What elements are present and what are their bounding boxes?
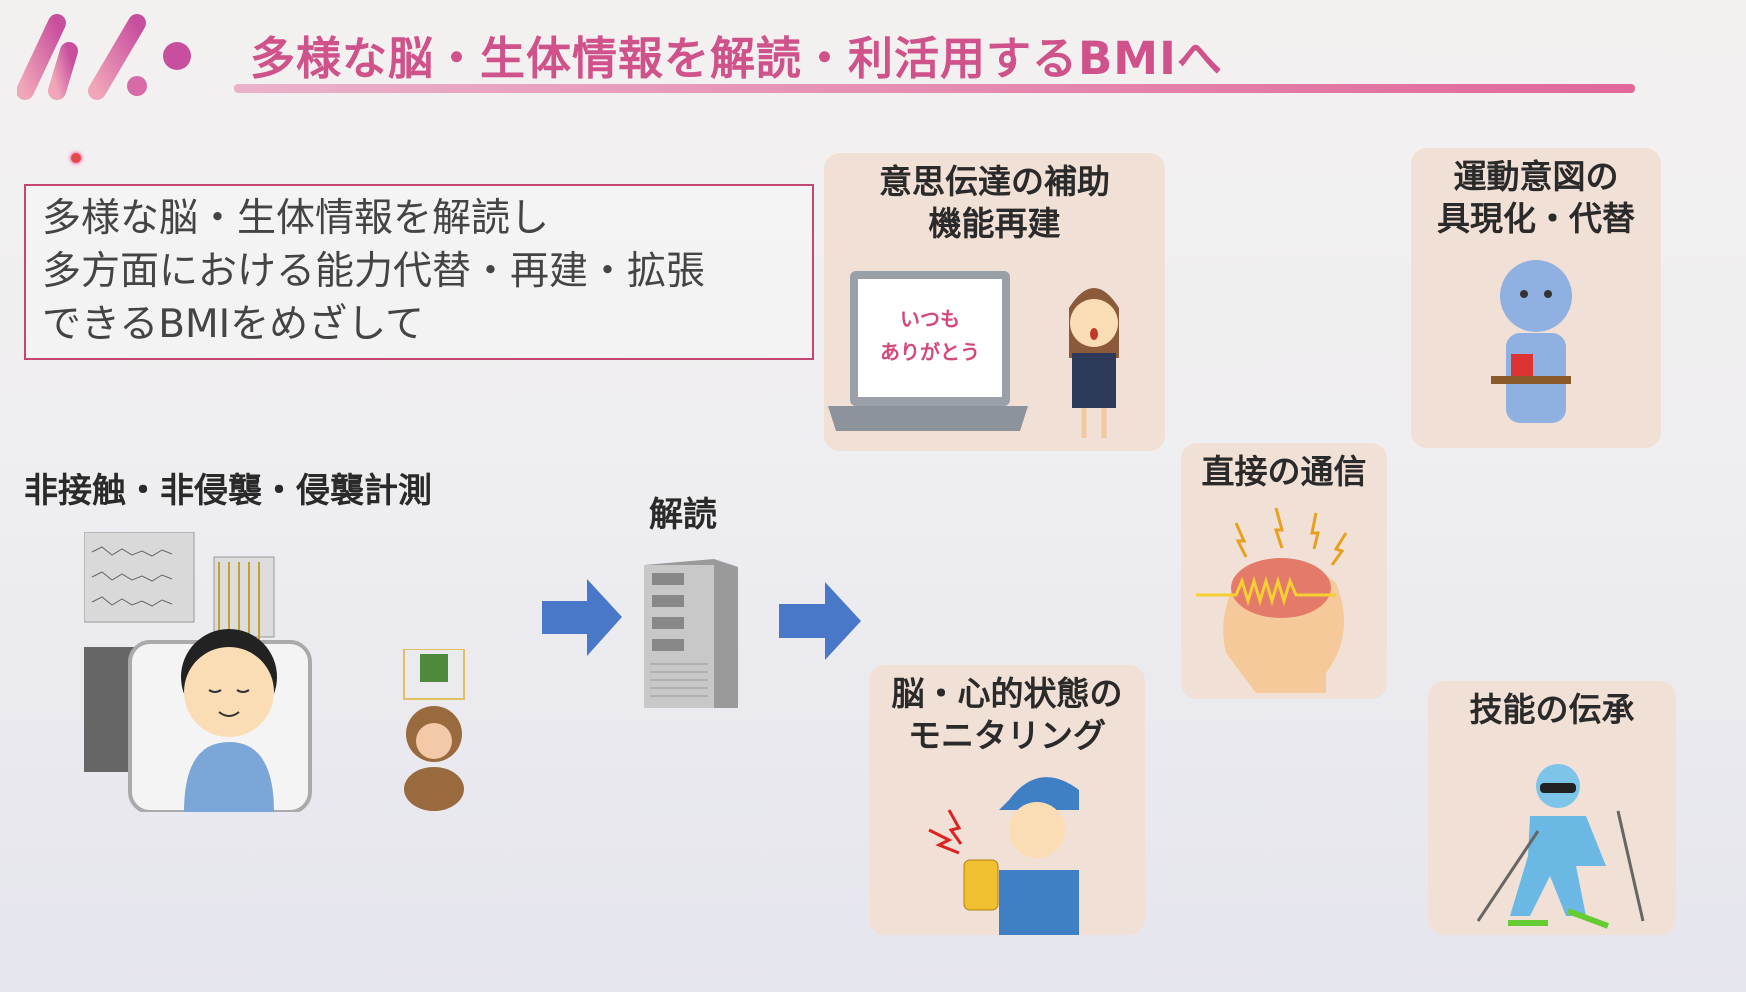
- robot-illustration: [1491, 260, 1572, 423]
- arrow-right-icon: [542, 579, 622, 656]
- card-motor-intention: 運動意図の 具現化・代替: [1411, 148, 1661, 448]
- decode-label: 解読: [649, 495, 717, 535]
- card-skill-transfer: 技能の伝承: [1428, 681, 1676, 935]
- laser-pointer-dot: [71, 153, 81, 163]
- logo: [17, 14, 191, 100]
- card-title: モニタリング: [908, 716, 1106, 755]
- summary-box: 多様な脳・生体情報を解読し 多方面における能力代替・再建・拡張 できるBMIをめ…: [24, 184, 814, 360]
- card-title: 具現化・代替: [1437, 199, 1635, 238]
- arrow-right-icon: [779, 582, 861, 660]
- card-title: 直接の通信: [1201, 452, 1367, 491]
- summary-line: 多方面における能力代替・再建・拡張: [42, 249, 706, 294]
- measurement-label: 非接触・非侵襲・侵襲計測: [24, 471, 432, 511]
- brain-signal-illustration: [1196, 507, 1348, 693]
- screen-text: いつも: [900, 307, 960, 331]
- summary-line: できるBMIをめざして: [42, 302, 424, 347]
- monkey-illustration: [403, 649, 465, 811]
- card-direct-communication: 直接の通信: [1181, 443, 1387, 699]
- card-communication-assist: 意思伝達の補助 機能再建 いつも ありがとう: [824, 153, 1165, 451]
- eeg-patient-illustration: [84, 532, 312, 812]
- skier-illustration: [1476, 764, 1645, 929]
- card-title: 脳・心的状態の: [891, 674, 1123, 713]
- title-underline: [234, 84, 1635, 93]
- card-title: 機能再建: [928, 204, 1061, 243]
- girl-speaking-illustration: [1069, 288, 1119, 438]
- page-title: 多様な脳・生体情報を解読・利活用するBMIへ: [250, 32, 1223, 85]
- card-brain-state-monitoring: 脳・心的状態の モニタリング: [869, 665, 1145, 935]
- summary-line: 多様な脳・生体情報を解読し: [42, 196, 550, 241]
- laptop-illustration: いつも ありがとう: [828, 271, 1028, 431]
- card-title: 技能の伝承: [1469, 690, 1635, 729]
- card-title: 意思伝達の補助: [879, 162, 1110, 201]
- card-title: 運動意図の: [1453, 157, 1619, 196]
- worker-alert-illustration: [928, 777, 1079, 935]
- screen-text: ありがとう: [880, 340, 980, 364]
- server-illustration: [644, 559, 738, 708]
